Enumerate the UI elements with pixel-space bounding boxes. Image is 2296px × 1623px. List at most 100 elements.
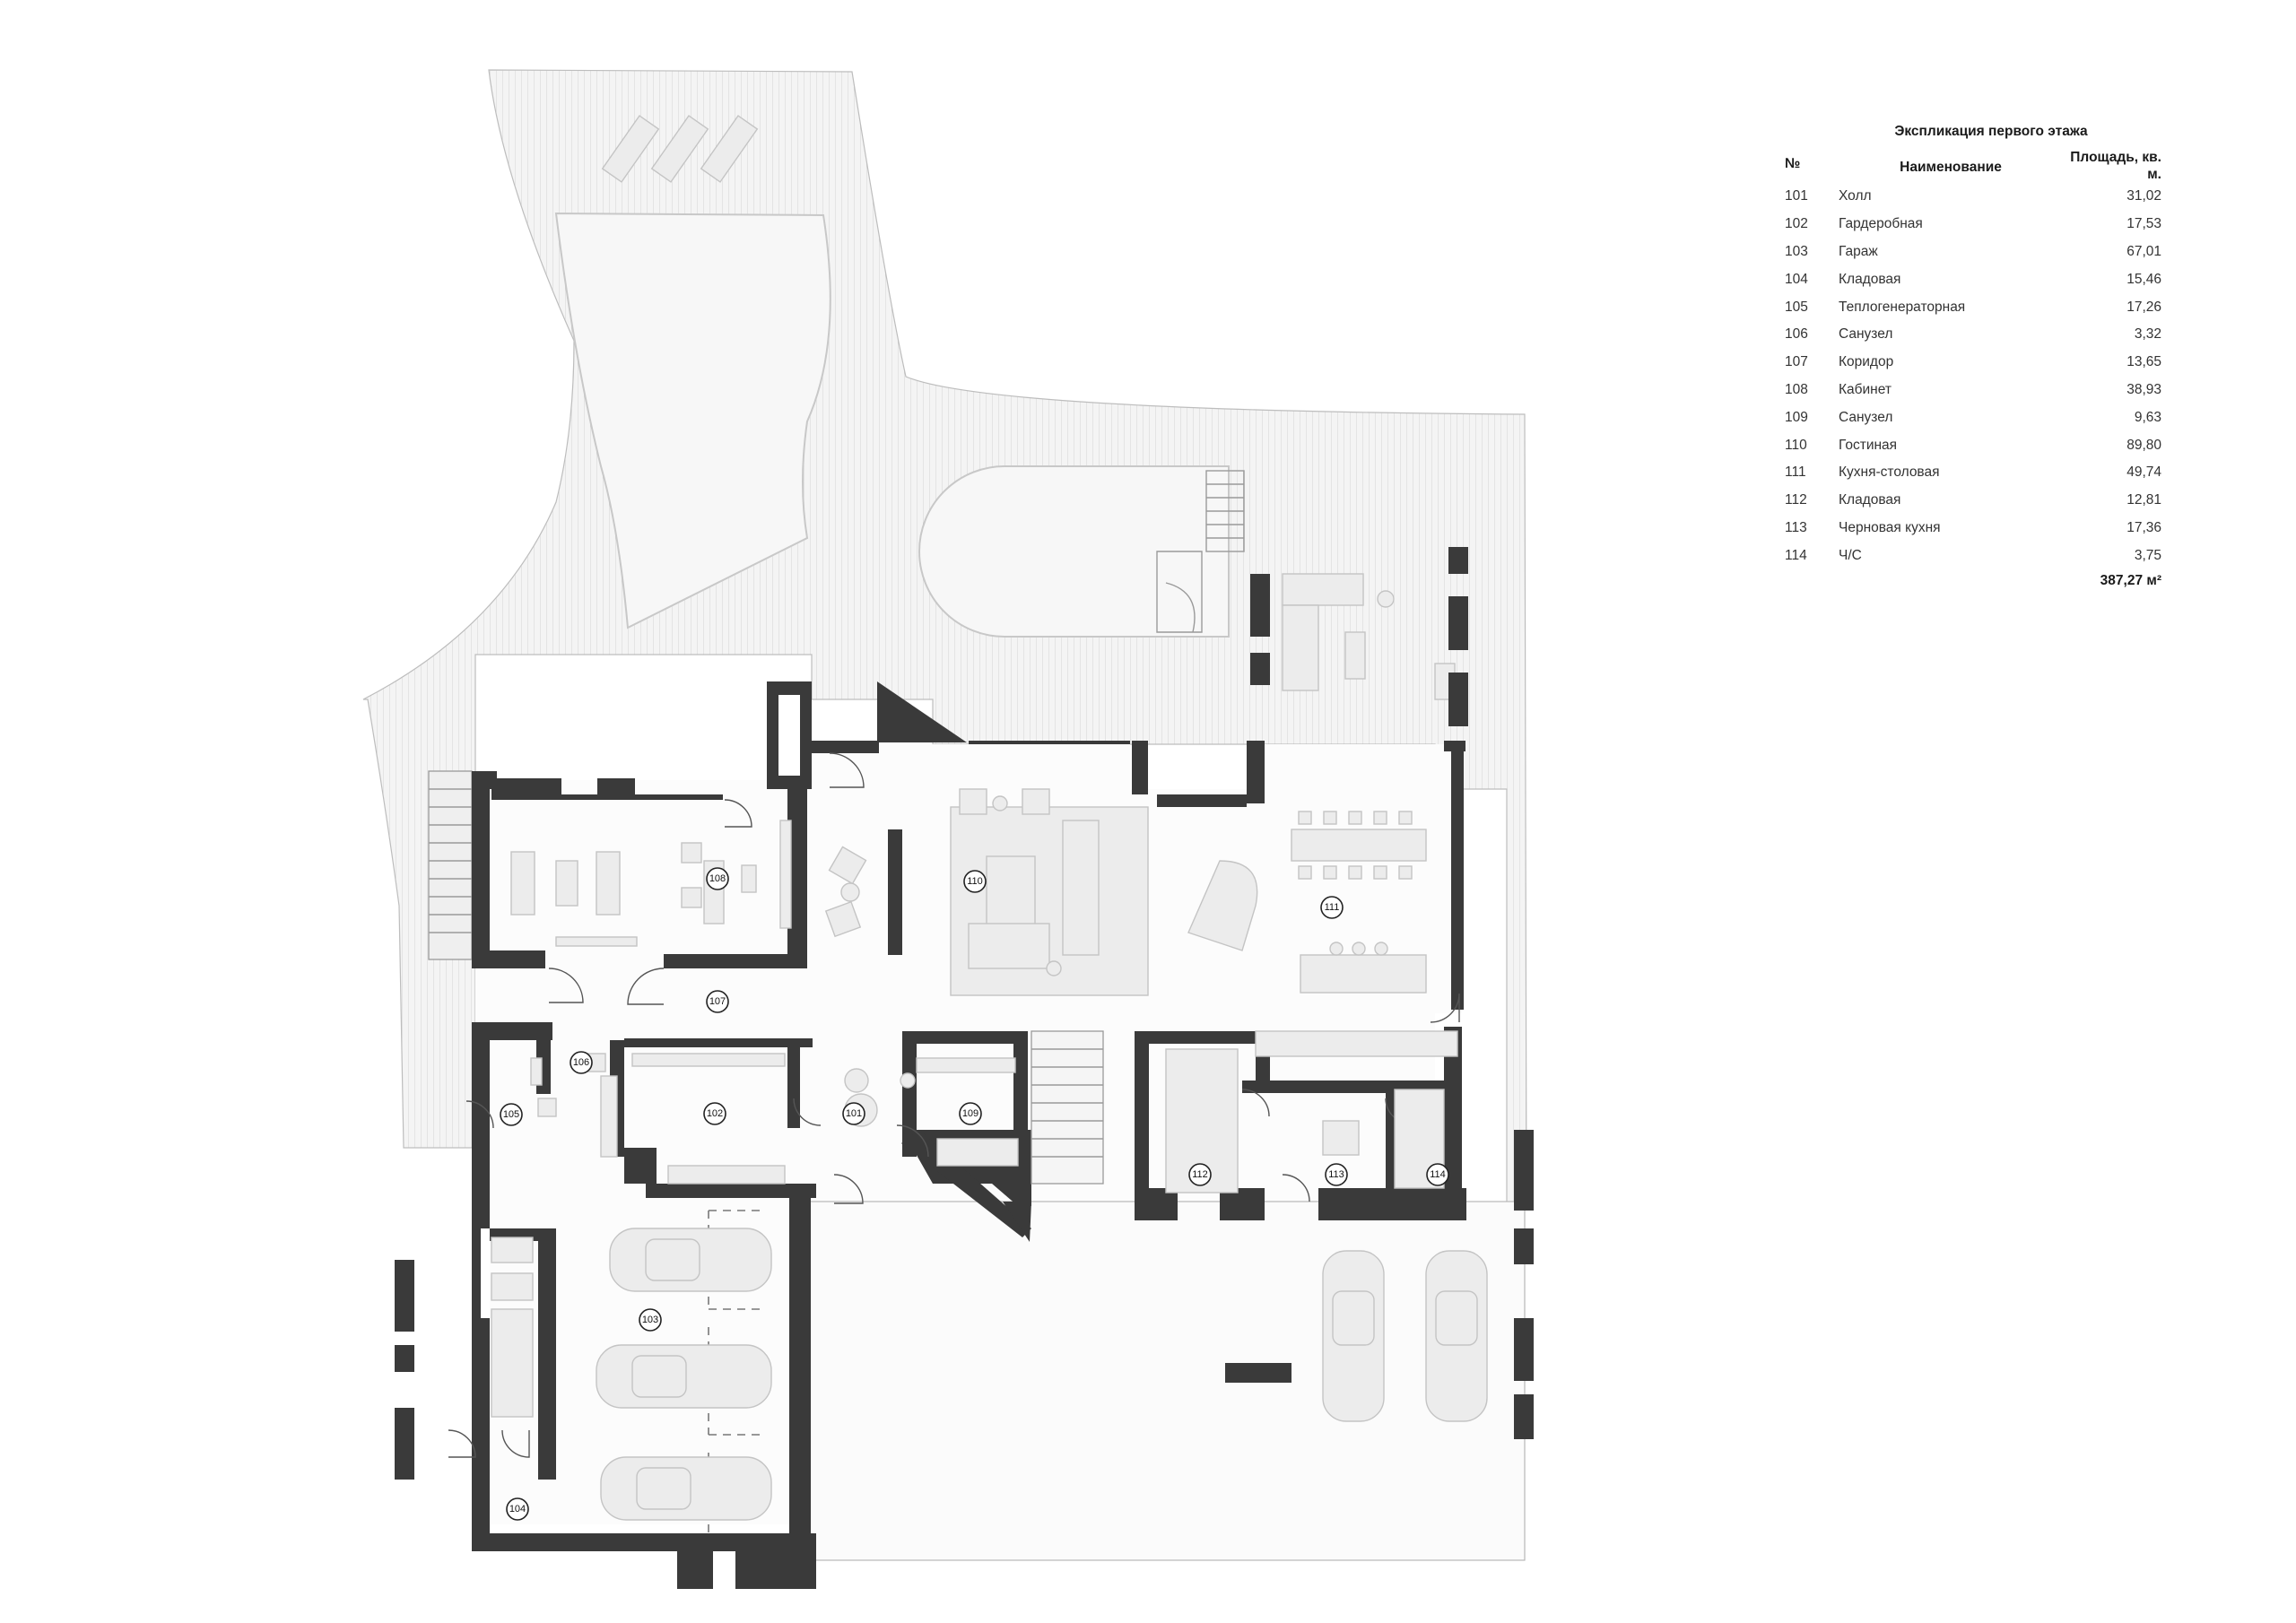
row-no: 107 [1785, 354, 1808, 370]
row-area: 49,74 [2126, 464, 2161, 481]
west-stairs [428, 770, 473, 960]
table-row: 114 Ч/С 3,75 [1785, 542, 2161, 569]
lap-pool [554, 212, 831, 629]
row-area: 89,80 [2126, 437, 2161, 453]
explication-table: Экспликация первого этажа № Наименование… [1785, 124, 2161, 589]
row-name: Санузел [1839, 326, 1893, 343]
row-no: 103 [1785, 243, 1808, 259]
svg-text:110: 110 [967, 876, 983, 887]
sun-loungers [601, 115, 759, 183]
row-no: 101 [1785, 188, 1808, 204]
svg-text:105: 105 [503, 1109, 519, 1120]
col-area-header: Площадь, кв. м. [2070, 150, 2161, 182]
svg-text:102: 102 [707, 1108, 723, 1119]
svg-text:106: 106 [573, 1057, 589, 1068]
row-name: Кладовая [1839, 271, 1901, 287]
row-area: 15,46 [2126, 271, 2161, 287]
room-tag-101: 101 [842, 1102, 865, 1125]
row-area: 38,93 [2126, 381, 2161, 397]
row-area: 3,32 [2134, 326, 2161, 343]
table-row: 106 Санузел 3,32 [1785, 321, 2161, 349]
parked-cars [1322, 1250, 1488, 1422]
room-tag-109: 109 [959, 1102, 982, 1125]
room-tag-110: 110 [963, 870, 987, 893]
row-area: 31,02 [2126, 188, 2161, 204]
explication-title: Экспликация первого этажа [1894, 124, 2088, 139]
doors [448, 752, 1460, 1458]
floor-plan: 101 102 103 104 105 106 107 108 109 110 … [362, 69, 1534, 1589]
room-tag-112: 112 [1188, 1163, 1212, 1186]
svg-text:103: 103 [642, 1315, 658, 1325]
interior-stairs [1031, 1030, 1104, 1185]
table-row: 111 Кухня-столовая 49,74 [1785, 459, 2161, 487]
row-no: 108 [1785, 381, 1808, 397]
kitchen-furniture [1187, 811, 1458, 1057]
room-tag-106: 106 [570, 1051, 593, 1074]
table-row: 105 Теплогенераторная 17,26 [1785, 293, 2161, 321]
row-no: 114 [1785, 547, 1807, 563]
row-name: Кладовая [1839, 492, 1901, 508]
explication-header: № Наименование Площадь, кв. м. [1785, 149, 2161, 183]
row-name: Ч/С [1839, 547, 1862, 563]
row-no: 111 [1785, 464, 1806, 481]
col-name-header: Наименование [1900, 160, 2002, 175]
row-name: Гостиная [1839, 437, 1898, 453]
row-area: 17,53 [2126, 216, 2161, 232]
row-area: 17,36 [2126, 519, 2161, 535]
svg-text:112: 112 [1192, 1169, 1208, 1180]
row-name: Кабинет [1839, 381, 1892, 397]
row-area: 67,01 [2126, 243, 2161, 259]
row-no: 105 [1785, 299, 1808, 315]
hall-furniture [530, 1048, 1445, 1193]
table-row: 108 Кабинет 38,93 [1785, 377, 2161, 404]
svg-text:101: 101 [846, 1108, 862, 1119]
room-tag-108: 108 [706, 867, 729, 890]
row-area: 9,63 [2134, 409, 2161, 425]
svg-text:114: 114 [1430, 1169, 1446, 1180]
table-row: 103 Гараж 67,01 [1785, 239, 2161, 266]
row-name: Гардеробная [1839, 216, 1923, 232]
svg-text:111: 111 [1325, 902, 1340, 913]
parking-area [806, 1201, 1526, 1561]
room-tag-105: 105 [500, 1103, 523, 1126]
svg-text:109: 109 [962, 1108, 978, 1119]
room-tag-102: 102 [703, 1102, 726, 1125]
table-row: 109 Санузел 9,63 [1785, 404, 2161, 431]
svg-text:107: 107 [709, 996, 726, 1007]
table-row: 110 Гостиная 89,80 [1785, 431, 2161, 459]
living-furniture [824, 788, 1149, 996]
row-area: 12,81 [2126, 492, 2161, 508]
row-no: 104 [1785, 271, 1808, 287]
room-tag-114: 114 [1426, 1163, 1449, 1186]
oval-pool [918, 465, 1230, 638]
row-no: 113 [1785, 519, 1807, 535]
room-tag-103: 103 [639, 1308, 662, 1332]
room-tag-104: 104 [506, 1497, 529, 1521]
row-name: Кухня-столовая [1839, 464, 1940, 481]
row-no: 110 [1785, 437, 1807, 453]
row-area: 17,26 [2126, 299, 2161, 315]
svg-text:113: 113 [1328, 1169, 1344, 1180]
row-name: Санузел [1839, 409, 1893, 425]
svg-text:104: 104 [509, 1504, 526, 1515]
row-name: Холл [1839, 188, 1872, 204]
table-row: 101 Холл 31,02 [1785, 183, 2161, 211]
col-number-header: № [1785, 156, 1801, 171]
explication-total: 387,27 м² [2100, 573, 2161, 589]
table-row: 104 Кладовая 15,46 [1785, 265, 2161, 293]
svg-text:108: 108 [709, 873, 726, 884]
row-name: Теплогенераторная [1839, 299, 1966, 315]
row-area: 3,75 [2134, 547, 2161, 563]
row-no: 106 [1785, 326, 1808, 343]
row-name: Коридор [1839, 354, 1894, 370]
room-tag-107: 107 [706, 990, 729, 1013]
room-tag-111: 111 [1320, 896, 1344, 919]
garage-cars [491, 1228, 772, 1521]
row-no: 109 [1785, 409, 1808, 425]
pool-stairs [1156, 470, 1245, 633]
row-name: Гараж [1839, 243, 1878, 259]
